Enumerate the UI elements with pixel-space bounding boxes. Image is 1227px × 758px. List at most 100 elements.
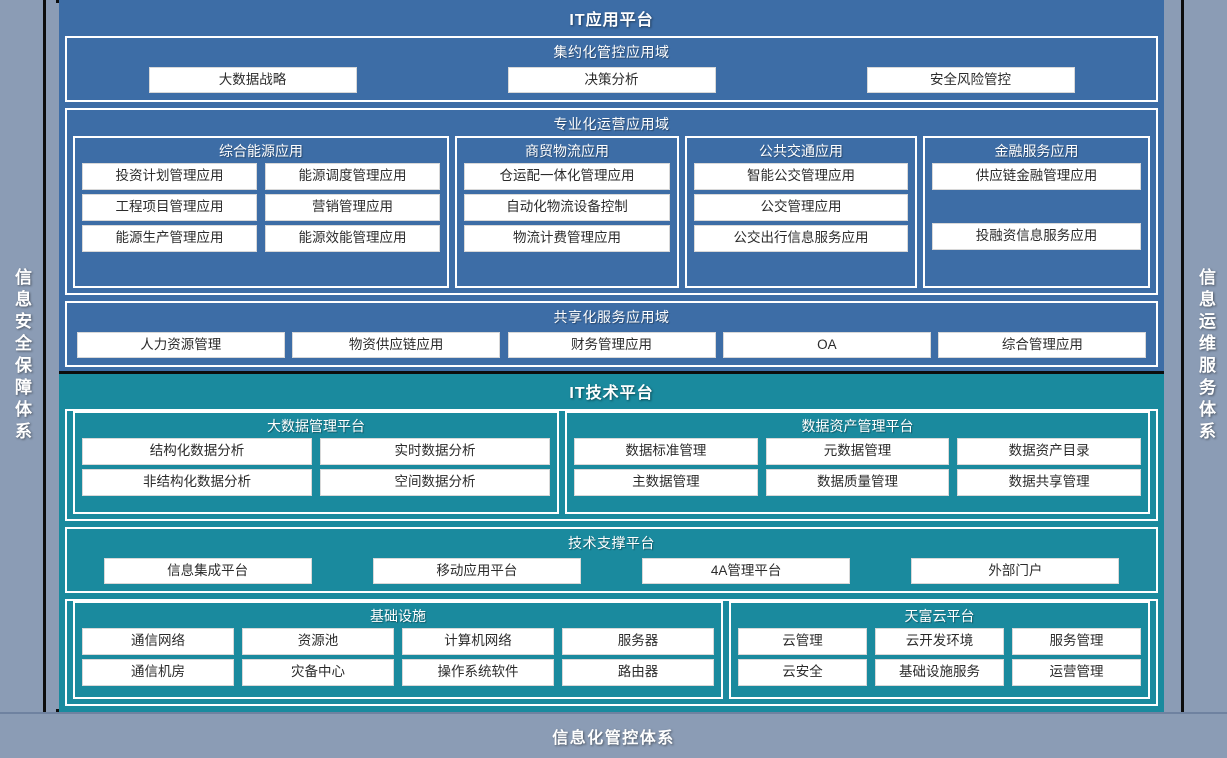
group-row: 基础设施通信网络资源池计算机网络服务器通信机房灾备中心操作系统软件路由器天富云平… (67, 601, 1156, 704)
capability-chip[interactable]: 服务管理 (1012, 628, 1141, 655)
capability-chip[interactable]: 决策分析 (507, 66, 716, 94)
capability-chip[interactable]: 4A管理平台 (642, 557, 851, 585)
domain-title: 技术支撑平台 (568, 535, 655, 551)
chip-slot: 决策分析 (432, 66, 791, 94)
platform-stack: IT应用平台 集约化管控应用域大数据战略决策分析安全风险管控专业化运营应用域综合… (59, 0, 1164, 712)
capability-chip[interactable]: 供应链金融管理应用 (932, 163, 1141, 190)
chip-slot: 人力资源管理 (73, 331, 288, 359)
capability-chip[interactable]: 结构化数据分析 (82, 438, 312, 465)
capability-group: 基础设施通信网络资源池计算机网络服务器通信机房灾备中心操作系统软件路由器 (73, 601, 723, 699)
capability-group: 金融服务应用供应链金融管理应用投融资信息服务应用 (923, 136, 1150, 288)
capability-chip[interactable]: 营销管理应用 (265, 193, 440, 221)
domain-title: 专业化运营应用域 (553, 116, 670, 132)
capability-chip[interactable]: 灾备中心 (242, 658, 394, 686)
capability-chip[interactable]: 空间数据分析 (320, 468, 550, 496)
tech-platform-title: IT技术平台 (569, 385, 654, 402)
capability-chip[interactable]: 信息集成平台 (103, 557, 312, 585)
capability-group: 综合能源应用投资计划管理应用能源调度管理应用工程项目管理应用营销管理应用能源生产… (73, 136, 449, 288)
capability-chip[interactable]: 通信机房 (82, 658, 234, 686)
capability-chip[interactable]: 通信网络 (82, 628, 234, 655)
group-row: 综合能源应用投资计划管理应用能源调度管理应用工程项目管理应用营销管理应用能源生产… (67, 136, 1156, 293)
group-grid: 通信网络资源池计算机网络服务器通信机房灾备中心操作系统软件路由器 (75, 628, 721, 693)
capability-chip[interactable]: 运营管理 (1012, 658, 1141, 686)
capability-chip[interactable]: 路由器 (562, 658, 714, 686)
capability-chip[interactable]: 资源池 (242, 628, 394, 655)
capability-chip[interactable]: 能源调度管理应用 (265, 163, 440, 190)
capability-chip[interactable]: 物资供应链应用 (292, 331, 501, 359)
group-grid: 投资计划管理应用能源调度管理应用工程项目管理应用营销管理应用能源生产管理应用能源… (75, 163, 447, 282)
capability-chip[interactable]: 主数据管理 (574, 468, 758, 496)
chip-slot: 4A管理平台 (612, 557, 881, 585)
capability-chip[interactable]: 自动化物流设备控制 (464, 193, 670, 221)
capability-chip[interactable]: 服务器 (562, 628, 714, 655)
right-rail-label: 信息运维服务体系 (1181, 0, 1227, 712)
chip-slot: 安全风险管控 (791, 66, 1150, 94)
group-row: 大数据管理平台结构化数据分析实时数据分析非结构化数据分析空间数据分析数据资产管理… (67, 411, 1156, 519)
capability-chip[interactable]: 人力资源管理 (76, 331, 285, 359)
chip-row: 大数据战略 决策分析 安全风险管控 (67, 64, 1156, 100)
capability-chip[interactable]: 公交管理应用 (694, 193, 908, 221)
capability-chip[interactable]: 投融资信息服务应用 (932, 222, 1141, 250)
capability-chip[interactable]: 计算机网络 (402, 628, 554, 655)
group-grid: 供应链金融管理应用投融资信息服务应用 (925, 163, 1148, 282)
capability-chip[interactable]: 能源效能管理应用 (265, 224, 440, 252)
capability-chip[interactable]: 仓运配一体化管理应用 (464, 163, 670, 190)
capability-chip[interactable]: 公交出行信息服务应用 (694, 224, 908, 252)
capability-chip[interactable]: 财务管理应用 (507, 331, 716, 359)
capability-chip[interactable]: OA (722, 331, 931, 359)
capability-chip[interactable]: 外部门户 (911, 557, 1120, 585)
capability-chip[interactable]: 数据标准管理 (574, 438, 758, 465)
chip-placeholder (932, 194, 1141, 219)
capability-chip[interactable]: 能源生产管理应用 (82, 224, 257, 252)
capability-chip[interactable]: 安全风险管控 (866, 66, 1075, 94)
chip-slot: 财务管理应用 (504, 331, 719, 359)
chip-slot: 外部门户 (881, 557, 1150, 585)
group-title: 金融服务应用 (994, 143, 1079, 159)
group-title: 数据资产管理平台 (801, 418, 914, 434)
group-title: 公共交通应用 (759, 143, 843, 159)
chip-slot: 物资供应链应用 (288, 331, 503, 359)
capability-group: 商贸物流应用仓运配一体化管理应用自动化物流设备控制物流计费管理应用 (455, 136, 679, 288)
capability-group: 大数据管理平台结构化数据分析实时数据分析非结构化数据分析空间数据分析 (73, 411, 559, 514)
capability-chip[interactable]: 大数据战略 (148, 66, 357, 94)
chip-slot: OA (719, 331, 934, 359)
group-grid: 智能公交管理应用公交管理应用公交出行信息服务应用 (687, 163, 915, 282)
group-grid: 仓运配一体化管理应用自动化物流设备控制物流计费管理应用 (457, 163, 677, 282)
capability-chip[interactable]: 操作系统软件 (402, 658, 554, 686)
capability-chip[interactable]: 云安全 (738, 658, 867, 686)
capability-chip[interactable]: 基础设施服务 (875, 658, 1004, 686)
domain-title: 共享化服务应用域 (553, 309, 670, 325)
capability-chip[interactable]: 投资计划管理应用 (82, 163, 257, 190)
left-rail-label: 信息安全保障体系 (0, 0, 46, 712)
app-domain-list: 集约化管控应用域大数据战略决策分析安全风险管控专业化运营应用域综合能源应用投资计… (59, 36, 1164, 373)
capability-chip[interactable]: 元数据管理 (765, 438, 950, 465)
capability-chip[interactable]: 工程项目管理应用 (82, 193, 257, 221)
capability-chip[interactable]: 云管理 (738, 628, 867, 655)
capability-chip[interactable]: 数据质量管理 (765, 468, 950, 496)
group-grid: 云管理云开发环境服务管理云安全基础设施服务运营管理 (731, 628, 1148, 693)
it-application-platform: IT应用平台 集约化管控应用域大数据战略决策分析安全风险管控专业化运营应用域综合… (59, 0, 1164, 373)
chip-slot: 信息集成平台 (73, 557, 342, 585)
app-platform-title: IT应用平台 (569, 12, 654, 29)
capability-group: 数据资产管理平台数据标准管理元数据管理数据资产目录主数据管理数据质量管理数据共享… (565, 411, 1150, 514)
platform-divider (59, 371, 1164, 374)
application-domain: 专业化运营应用域综合能源应用投资计划管理应用能源调度管理应用工程项目管理应用营销… (65, 108, 1158, 295)
group-grid: 数据标准管理元数据管理数据资产目录主数据管理数据质量管理数据共享管理 (567, 438, 1148, 508)
capability-chip[interactable]: 综合管理应用 (938, 331, 1147, 359)
capability-chip[interactable]: 物流计费管理应用 (464, 224, 670, 252)
capability-chip[interactable]: 移动应用平台 (372, 557, 581, 585)
it-technical-platform: IT技术平台 大数据管理平台结构化数据分析实时数据分析非结构化数据分析空间数据分… (59, 373, 1164, 712)
chip-row: 信息集成平台 移动应用平台 4A管理平台 外部门户 (67, 555, 1156, 591)
capability-chip[interactable]: 非结构化数据分析 (82, 468, 312, 496)
chip-slot: 移动应用平台 (342, 557, 611, 585)
capability-chip[interactable]: 云开发环境 (875, 628, 1004, 655)
chip-slot: 大数据战略 (73, 66, 432, 94)
capability-chip[interactable]: 智能公交管理应用 (694, 163, 908, 190)
capability-chip[interactable]: 数据资产目录 (957, 438, 1141, 465)
group-title: 大数据管理平台 (267, 418, 365, 434)
bottom-banner-label: 信息化管控体系 (0, 712, 1227, 758)
capability-chip[interactable]: 实时数据分析 (320, 438, 550, 465)
capability-chip[interactable]: 数据共享管理 (957, 468, 1141, 496)
